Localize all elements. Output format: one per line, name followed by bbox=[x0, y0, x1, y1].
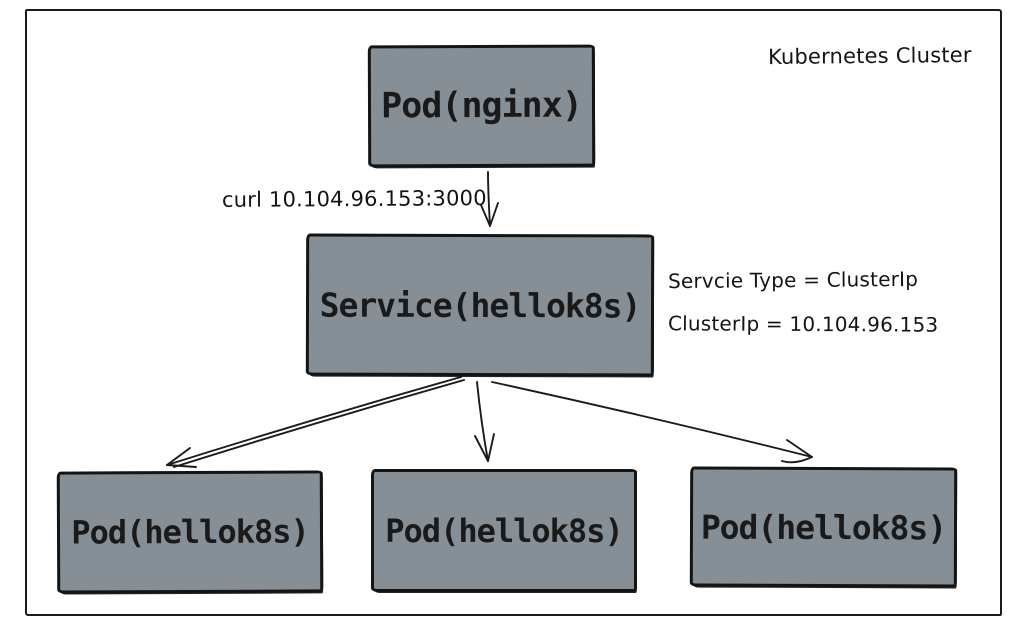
service-type-annotation: Servcie Type = ClusterIp bbox=[667, 266, 919, 294]
node-service-label: Service(hellok8s) bbox=[319, 285, 641, 325]
node-pod-nginx: Pod(nginx) bbox=[367, 44, 596, 168]
node-pod-hellok8s-2: Pod(hellok8s) bbox=[371, 469, 637, 592]
node-pod-1-label: Pod(hellok8s) bbox=[71, 512, 309, 552]
node-pod-3-label: Pod(hellok8s) bbox=[700, 507, 947, 547]
cluster-label: Kubernetes Cluster bbox=[767, 42, 972, 70]
node-service-hellok8s: Service(hellok8s) bbox=[305, 233, 655, 377]
node-pod-nginx-label: Pod(nginx) bbox=[381, 85, 582, 127]
node-pod-hellok8s-1: Pod(hellok8s) bbox=[56, 470, 324, 594]
node-pod-2-label: Pod(hellok8s) bbox=[385, 511, 623, 550]
cluster-ip-annotation: ClusterIp = 10.104.96.153 bbox=[667, 311, 939, 337]
curl-annotation: curl 10.104.96.153:3000 bbox=[221, 186, 487, 212]
cluster-boundary-frame bbox=[25, 9, 1002, 616]
node-pod-hellok8s-3: Pod(hellok8s) bbox=[689, 466, 958, 588]
